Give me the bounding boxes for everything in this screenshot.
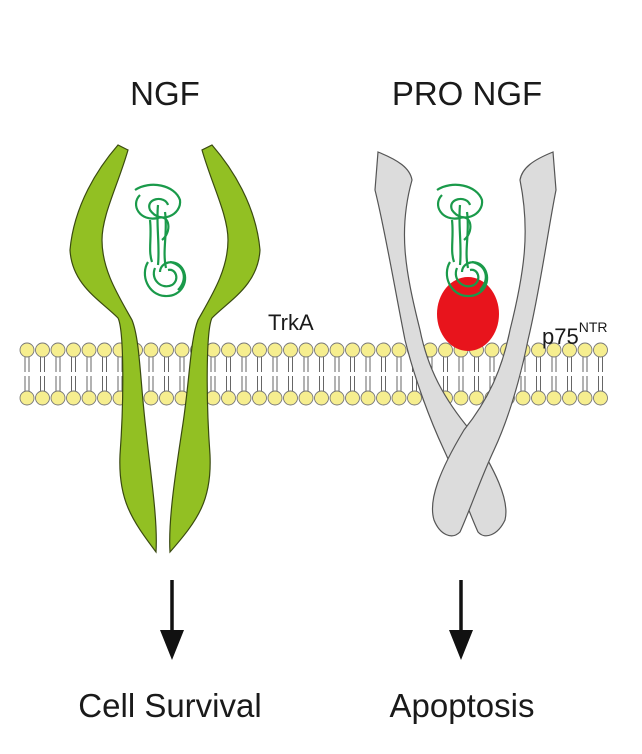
lipid-head xyxy=(159,390,174,406)
label-p75ntr-base: p75 xyxy=(542,324,579,349)
lipid-head xyxy=(314,390,329,406)
lipid-head xyxy=(546,390,562,406)
lipid-head xyxy=(97,390,112,406)
lipid-head xyxy=(267,342,283,358)
lipid-head xyxy=(283,342,298,358)
lipid-head xyxy=(159,342,174,358)
lipid-head xyxy=(66,342,81,358)
lipid-head xyxy=(345,342,360,358)
lipid-head xyxy=(531,390,546,406)
lipid-head xyxy=(143,342,159,358)
lipid-head xyxy=(174,342,190,358)
lipid-head xyxy=(577,342,593,358)
lipid-head xyxy=(81,390,97,406)
pro-domain xyxy=(437,277,499,351)
lipid-head xyxy=(252,390,267,406)
lipid-head xyxy=(221,342,236,358)
lipid-head xyxy=(376,390,391,406)
lipid-head xyxy=(50,390,66,406)
lipid-head xyxy=(50,342,66,358)
lipid-head xyxy=(298,342,314,358)
arrow-apoptosis xyxy=(449,580,473,660)
lipid-head xyxy=(469,390,484,406)
ngf-ligand xyxy=(134,183,187,298)
lipid-head xyxy=(283,390,298,406)
lipid-head xyxy=(546,342,562,358)
lipid-head xyxy=(360,390,376,406)
lipid-head xyxy=(360,342,376,358)
lipid-head xyxy=(81,342,97,358)
lipid-head xyxy=(593,342,608,358)
lipid-head xyxy=(515,390,531,406)
lipid-head xyxy=(531,342,546,358)
lipid-head xyxy=(407,390,422,406)
lipid-head xyxy=(484,342,500,358)
lipid-head xyxy=(376,342,391,358)
lipid-head xyxy=(391,390,407,406)
arrow-survival xyxy=(160,580,184,660)
lipid-head xyxy=(329,342,345,358)
lipid-head xyxy=(391,342,407,358)
lipid-head xyxy=(314,342,329,358)
lipid-head xyxy=(298,390,314,406)
lipid-head xyxy=(577,390,593,406)
lipid-head xyxy=(252,342,267,358)
trka-receptor xyxy=(69,144,261,554)
pro-ngf-ligand xyxy=(436,183,489,298)
trka-right-chain xyxy=(169,144,261,554)
label-trka: TrkA xyxy=(268,310,314,335)
lipid-head xyxy=(221,390,236,406)
lipid-head xyxy=(267,390,283,406)
label-p75ntr-sup: NTR xyxy=(579,319,608,335)
lipid-head xyxy=(97,342,112,358)
lipid-head xyxy=(66,390,81,406)
lipid-head xyxy=(236,342,252,358)
p75ntr-right-chain xyxy=(431,151,557,537)
lipid-head xyxy=(329,390,345,406)
lipid-head xyxy=(345,390,360,406)
lipid-head xyxy=(236,390,252,406)
title-ngf: NGF xyxy=(130,75,200,112)
title-pro-ngf: PRO NGF xyxy=(392,75,542,112)
lipid-head xyxy=(562,342,577,358)
lipid-head xyxy=(35,342,50,358)
lipid-head xyxy=(593,390,608,406)
lipid-head xyxy=(205,390,221,406)
lipid-head xyxy=(35,390,50,406)
lipid-head xyxy=(438,342,453,358)
label-p75ntr: p75NTR xyxy=(542,319,608,349)
lipid-head xyxy=(562,390,577,406)
outcome-apoptosis: Apoptosis xyxy=(390,687,535,724)
lipid-head xyxy=(19,342,35,358)
trka-left-chain xyxy=(69,144,157,554)
outcome-cell-survival: Cell Survival xyxy=(78,687,261,724)
p75ntr-receptor xyxy=(374,151,557,537)
lipid-head xyxy=(143,390,159,406)
lipid-head xyxy=(453,390,469,406)
lipid-head xyxy=(19,390,35,406)
